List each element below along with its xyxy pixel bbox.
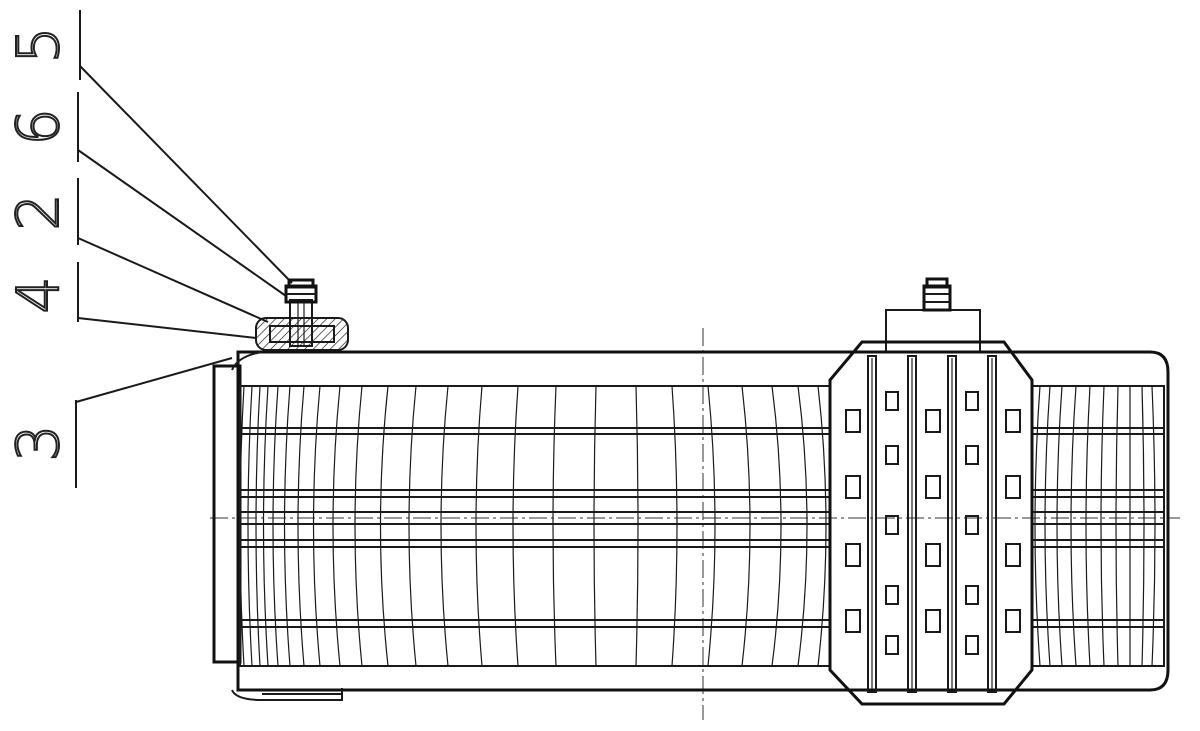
- right-fitting: [885, 277, 981, 353]
- ref-label-5: 5: [4, 27, 72, 64]
- leader-2: [77, 237, 269, 323]
- left-fitting: [255, 278, 349, 351]
- clamp-windows: [845, 391, 1021, 655]
- main-housing: [212, 350, 1170, 701]
- leader-4: [77, 317, 257, 339]
- ref-label-3: 3: [4, 425, 72, 462]
- leader-3: [75, 357, 233, 403]
- leader-6: [77, 149, 287, 297]
- winding-fins-left: [239, 385, 827, 667]
- leader-5: [79, 65, 293, 284]
- ref-label-2: 2: [4, 194, 72, 231]
- clamp-band: [828, 340, 1034, 706]
- reference-labels: 5 6 2 4 3: [3, 26, 73, 463]
- ref-label-6: 6: [4, 109, 72, 146]
- leader-lines: [75, 65, 293, 403]
- ref-label-4: 4: [4, 277, 72, 314]
- winding-fins-right: [1034, 385, 1156, 667]
- label-baselines: [75, 10, 81, 488]
